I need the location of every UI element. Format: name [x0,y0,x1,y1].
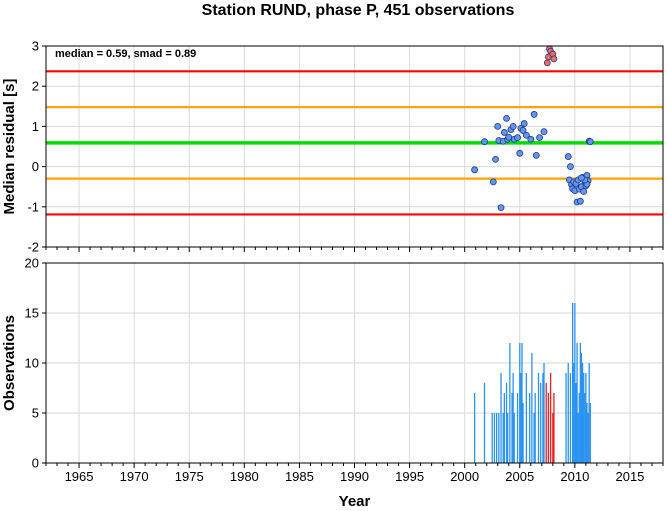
residual-point [586,138,594,146]
y-tick-label: 10 [25,356,39,371]
residual-point [580,188,588,195]
residual-point [503,114,510,122]
y-tick-label: 0 [32,456,39,471]
residual-point [494,123,502,130]
residual-point [532,151,540,159]
x-tick-label: 1990 [340,469,369,484]
residual-point [471,166,478,174]
x-tick-label: 1965 [65,469,94,484]
y-tick-label: -1 [27,199,39,214]
residual-y-ticks: -2 -1 0 1 2 3 [27,39,664,255]
median-smad-annotation: median = 0.59, smad = 0.89 [55,48,196,60]
x-tick-label: 1975 [175,469,204,484]
x-tick-label: 2000 [450,469,479,484]
y-tick-label: -2 [27,240,39,255]
x-tick-label: 2015 [615,469,644,484]
residual-panel-grid [46,45,663,248]
residual-point [505,133,513,141]
y-tick-label: 5 [32,406,39,421]
residual-point [519,127,527,134]
residual-points [471,45,594,212]
x-tick-label: 1985 [285,469,314,484]
observations-y-axis-label: Observations [1,315,18,411]
x-tick-label: 1970 [120,469,149,484]
x-tick-label: 1980 [230,469,259,484]
observations-y-ticks: 0 5 10 15 20 [25,256,664,471]
residual-point [509,123,517,130]
residual-point [527,135,535,143]
x-tick-label: 2005 [505,469,534,484]
y-tick-label: 1 [32,119,39,134]
chart-title: Station RUND, phase P, 451 observations [202,2,515,19]
residual-y-axis-label: Median residual [s] [1,79,18,215]
residual-point [481,138,488,146]
residual-point [576,197,584,205]
residual-point [497,204,505,212]
residual-point [492,155,499,163]
year-x-axis-label: Year [339,493,371,510]
y-tick-label: 3 [32,39,39,54]
residual-point [564,153,572,160]
y-tick-label: 15 [25,306,39,321]
residual-point [500,129,508,136]
x-tick-label: 1995 [395,469,424,484]
year-x-ticks: 1965 1970 1975 1980 1985 1990 1995 2000 2005 2010… [65,469,645,484]
residual-reference-lines [46,70,663,216]
y-tick-label: 2 [32,79,39,94]
residual-point [516,149,524,157]
outlier-point [543,59,551,67]
residual-point [489,178,497,186]
residual-point [522,131,530,139]
y-tick-label: 0 [32,159,39,174]
y-tick-label: 20 [25,256,39,271]
residual-point [520,120,528,127]
observations-bars [473,303,591,463]
residual-point [536,134,543,142]
outlier-point [550,55,558,63]
residual-point [530,110,538,118]
x-tick-label: 2010 [560,469,589,484]
residual-point [514,134,521,142]
residual-point [540,128,548,136]
residual-point [578,174,585,182]
residual-point [567,163,574,171]
